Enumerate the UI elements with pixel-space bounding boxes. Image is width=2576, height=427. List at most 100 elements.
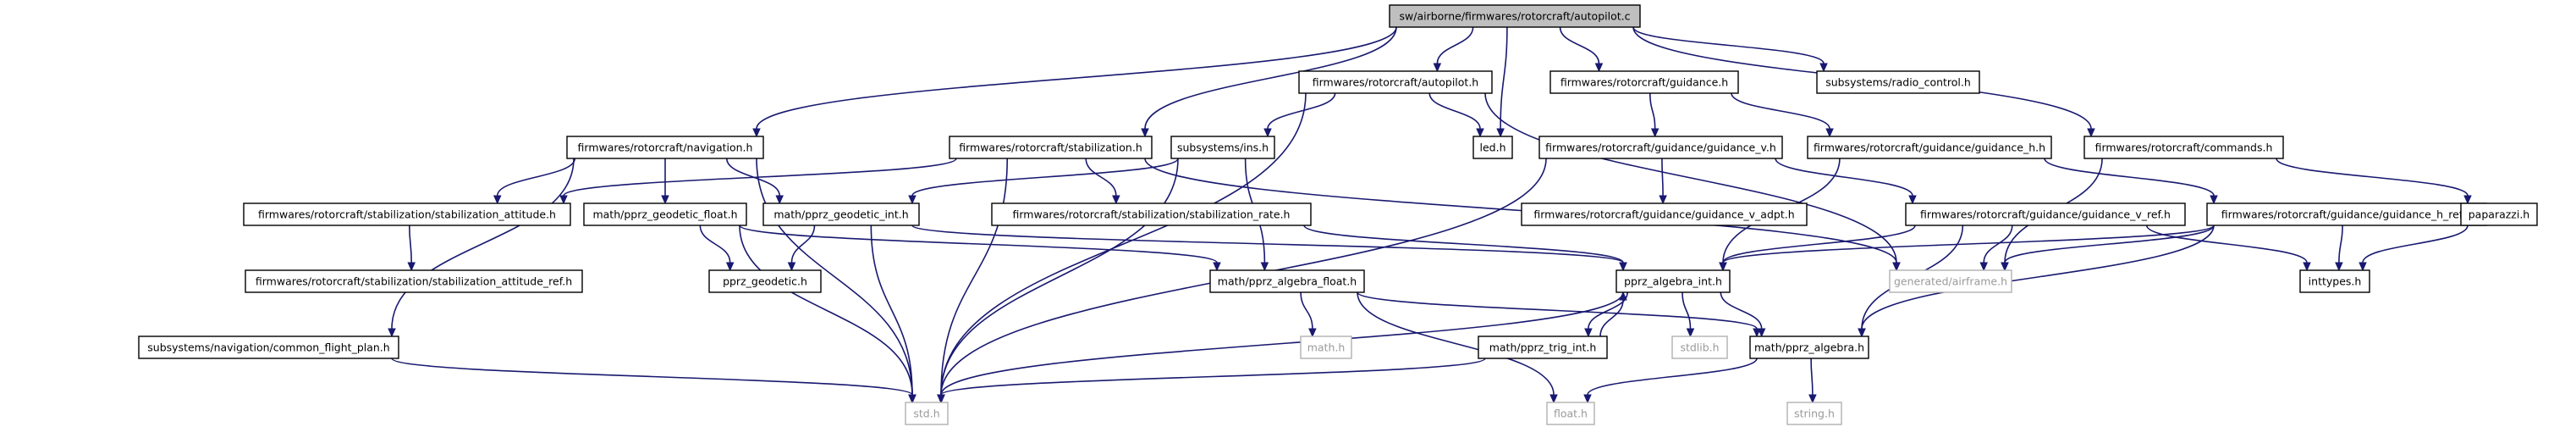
edge-line bbox=[1731, 92, 1830, 130]
file-node-autopilot[interactable]: firmwares/rotorcraft/autopilot.h bbox=[1298, 70, 1493, 94]
edge-trig-int-to-std bbox=[937, 358, 1486, 404]
file-node-navigation[interactable]: firmwares/rotorcraft/navigation.h bbox=[566, 136, 764, 159]
file-node-geodetic-int[interactable]: math/pprz_geodetic_int.h bbox=[762, 202, 920, 226]
edge-navigation-to-geodetic-float bbox=[661, 158, 669, 205]
node-box bbox=[1538, 136, 1783, 159]
edge-line bbox=[1722, 225, 2215, 263]
file-node-guidance-h-ref[interactable]: firmwares/rotorcraft/guidance/guidance_h… bbox=[2206, 202, 2487, 226]
node-label: math/pprz_geodetic_float.h bbox=[592, 208, 737, 221]
node-label: firmwares/rotorcraft/guidance.h bbox=[1560, 76, 1728, 89]
edge-autopilot-to-stabilization bbox=[1141, 26, 1397, 138]
node-box bbox=[1749, 336, 1869, 359]
file-node-paparazzi[interactable]: paparazzi.h bbox=[2460, 202, 2538, 226]
edge-line bbox=[1559, 26, 1600, 64]
file-node-stab-rate[interactable]: firmwares/rotorcraft/stabilization/stabi… bbox=[991, 202, 1312, 226]
node-label: pprz_algebra_int.h bbox=[1624, 275, 1722, 288]
file-node-commands[interactable]: firmwares/rotorcraft/commands.h bbox=[2083, 136, 2284, 159]
node-label: firmwares/rotorcraft/guidance/guidance_v… bbox=[1533, 208, 1794, 221]
edge-arrowhead bbox=[1584, 328, 1593, 338]
node-box bbox=[1478, 336, 1608, 359]
node-box bbox=[2460, 202, 2538, 226]
edge-autopilot-to-led bbox=[1428, 92, 1484, 138]
edge-algebra-float-to-pprz-algebra bbox=[1357, 291, 1761, 338]
file-node-geodetic-float[interactable]: math/pprz_geodetic_float.h bbox=[583, 202, 747, 226]
edge-guidance-h-ref-to-inttypes bbox=[2335, 225, 2343, 272]
edge-trig-int-to-algebra-int bbox=[1599, 291, 1627, 337]
edge-line bbox=[1983, 225, 2013, 263]
edge-line bbox=[911, 158, 1179, 197]
edge-line bbox=[1436, 26, 1474, 64]
edge-common-flight-plan-to-std bbox=[391, 358, 916, 404]
edge-arrowhead bbox=[937, 394, 945, 404]
edge-line bbox=[2276, 158, 2469, 197]
node-box bbox=[1549, 70, 1739, 94]
edge-arrowhead bbox=[1825, 128, 1834, 138]
edge-algebra-float-to-float bbox=[1357, 291, 1558, 404]
edge-stabilization-to-stab-att bbox=[559, 158, 957, 205]
edge-line bbox=[739, 225, 1218, 263]
node-label: math/pprz_trig_int.h bbox=[1489, 341, 1597, 354]
file-node-trig-int[interactable]: math/pprz_trig_int.h bbox=[1478, 336, 1608, 359]
file-nodes: sw/airborne/firmwares/rotorcraft/autopil… bbox=[138, 4, 2538, 425]
node-label: subsystems/navigation/common_flight_plan… bbox=[147, 341, 389, 354]
file-node-radio-control[interactable]: subsystems/radio_control.h bbox=[1816, 70, 1980, 94]
file-node-algebra-int[interactable]: pprz_algebra_int.h bbox=[1616, 269, 1731, 293]
file-node-stabilization[interactable]: firmwares/rotorcraft/stabilization.h bbox=[949, 136, 1153, 159]
edge-arrowhead bbox=[1908, 195, 1917, 205]
edge-arrowhead bbox=[1650, 128, 1660, 138]
file-node-pprz-algebra[interactable]: math/pprz_algebra.h bbox=[1749, 336, 1869, 359]
edge-line bbox=[699, 225, 731, 263]
file-node-ins[interactable]: subsystems/ins.h bbox=[1170, 136, 1275, 159]
file-node-guidance-v-adpt[interactable]: firmwares/rotorcraft/guidance/guidance_v… bbox=[1521, 202, 1808, 226]
file-node-common-flight-plan[interactable]: subsystems/navigation/common_flight_plan… bbox=[138, 336, 399, 359]
edge-line bbox=[790, 225, 816, 263]
edge-line bbox=[940, 92, 1307, 396]
node-label: firmwares/rotorcraft/navigation.h bbox=[578, 141, 753, 154]
edge-arrowhead bbox=[1979, 262, 1988, 272]
edge-line bbox=[1085, 158, 1117, 197]
edge-line bbox=[739, 225, 913, 396]
node-label: std.h bbox=[913, 408, 939, 420]
file-node-guidance-h[interactable]: firmwares/rotorcraft/guidance/guidance_h… bbox=[1807, 136, 2052, 159]
edge-arrowhead bbox=[1892, 262, 1901, 272]
node-box bbox=[566, 136, 764, 159]
edge-algebra-int-to-pprz-algebra bbox=[1720, 291, 1766, 338]
node-label: firmwares/rotorcraft/guidance/guidance_v… bbox=[1545, 141, 1776, 154]
edge-geodetic-int-to-pprz-geodetic bbox=[787, 225, 816, 272]
file-node-guidance-v-ref[interactable]: firmwares/rotorcraft/guidance/guidance_v… bbox=[1905, 202, 2186, 226]
file-node-stab-att-ref[interactable]: firmwares/rotorcraft/stabilization/stabi… bbox=[245, 269, 583, 293]
file-node-inttypes[interactable]: inttypes.h bbox=[2299, 269, 2370, 293]
edge-line bbox=[1144, 158, 1897, 263]
edge-arrowhead bbox=[1213, 262, 1221, 272]
edge-line bbox=[409, 225, 412, 263]
node-label: math/pprz_geodetic_int.h bbox=[773, 208, 908, 221]
file-node-led[interactable]: led.h bbox=[1472, 136, 1513, 159]
file-node-stdlib: stdlib.h bbox=[1671, 336, 1728, 359]
edge-arrowhead bbox=[787, 262, 796, 272]
file-node-string: string.h bbox=[1786, 402, 1842, 425]
edge-arrowhead bbox=[2303, 262, 2311, 272]
edge-guidance-v-to-guidance-v-ref bbox=[1775, 158, 1917, 205]
node-box bbox=[1889, 269, 2012, 293]
edge-arrowhead bbox=[908, 394, 916, 404]
edge-stabilization-to-stab-rate bbox=[1085, 158, 1120, 205]
node-box bbox=[1298, 70, 1493, 94]
file-node-guidance-v[interactable]: firmwares/rotorcraft/guidance/guidance_v… bbox=[1538, 136, 1783, 159]
edge-line bbox=[391, 158, 575, 330]
edge-arrowhead bbox=[1819, 63, 1828, 73]
node-box bbox=[762, 202, 920, 226]
edge-navigation-to-geodetic-int bbox=[726, 158, 784, 205]
node-label: firmwares/rotorcraft/stabilization/stabi… bbox=[258, 208, 556, 221]
edge-guidance-to-guidance-h bbox=[1731, 92, 1834, 138]
file-node-algebra-float[interactable]: math/pprz_algebra_float.h bbox=[1209, 269, 1365, 293]
file-node-guidance[interactable]: firmwares/rotorcraft/guidance.h bbox=[1549, 70, 1739, 94]
node-label: firmwares/rotorcraft/guidance/guidance_h… bbox=[2221, 208, 2472, 221]
edge-line bbox=[1861, 225, 2215, 330]
node-box bbox=[243, 202, 571, 226]
edge-line bbox=[1484, 92, 1897, 263]
file-node-stab-att[interactable]: firmwares/rotorcraft/stabilization/stabi… bbox=[243, 202, 571, 226]
edge-autopilot-to-autopilot bbox=[1433, 26, 1474, 73]
file-node-pprz-geodetic[interactable]: pprz_geodetic.h bbox=[708, 269, 822, 293]
node-box bbox=[1546, 402, 1595, 425]
edge-autopilot-to-ins bbox=[1263, 92, 1336, 138]
